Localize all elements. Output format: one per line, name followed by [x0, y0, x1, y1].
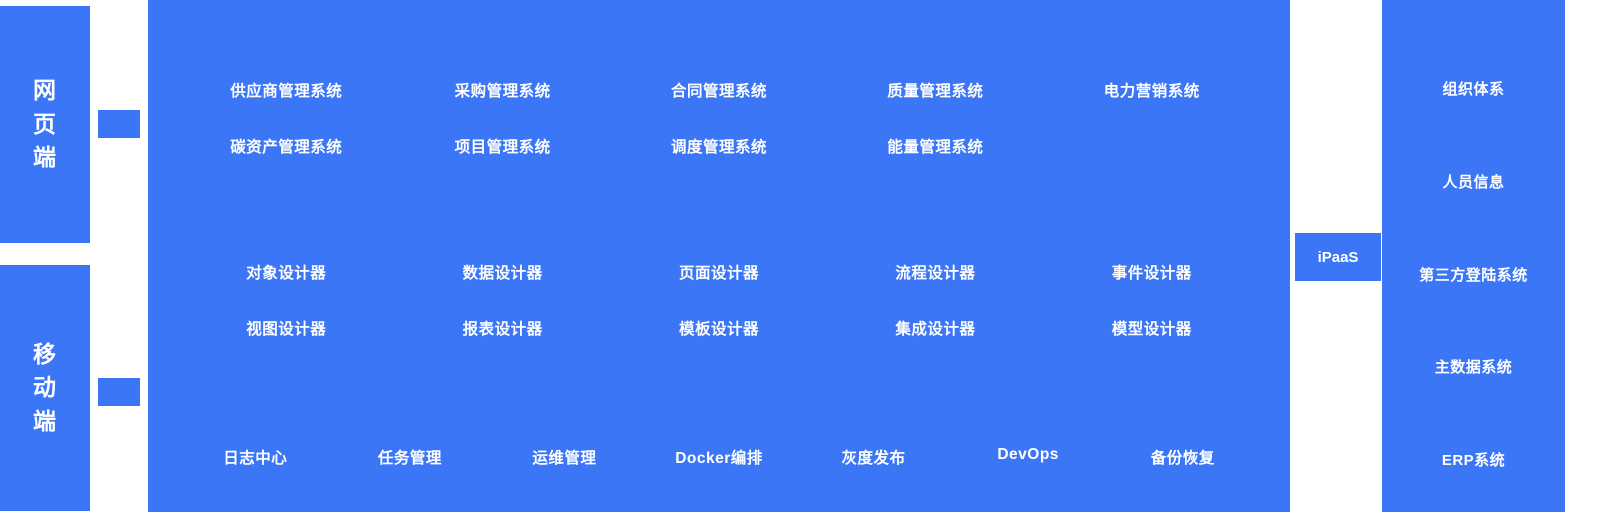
designer-label: 视图设计器: [246, 321, 327, 338]
ops-tool-label: 灰度发布: [841, 450, 906, 467]
designer-label: 事件设计器: [1111, 265, 1192, 282]
app-system-label: 能量管理系统: [887, 139, 984, 156]
external-system-label: 主数据系统: [1434, 359, 1513, 377]
main-platform-block: 供应商管理系统 采购管理系统 合同管理系统 质量管理系统 电力营销系统 碳资产管…: [148, 0, 1290, 512]
app-systems-row-1: 供应商管理系统 采购管理系统 合同管理系统 质量管理系统 电力营销系统: [178, 79, 1260, 101]
ipaas-block: iPaaS: [1295, 233, 1381, 281]
external-systems-block: 组织体系 人员信息 第三方登陆系统 主数据系统 ERP系统: [1382, 0, 1565, 512]
external-system-label: 第三方登陆系统: [1419, 266, 1528, 284]
ops-tool-label: 备份恢复: [1150, 450, 1215, 467]
app-system-label: 采购管理系统: [454, 83, 551, 100]
designer-row-1: 对象设计器 数据设计器 页面设计器 流程设计器 事件设计器: [178, 261, 1260, 283]
designer-label: 模型设计器: [1111, 321, 1192, 338]
ipaas-label: iPaaS: [1317, 248, 1359, 266]
ops-tools-row: 日志中心 任务管理 运维管理 Docker编排 灰度发布 DevOps 备份恢复: [178, 446, 1260, 468]
web-client-block: 网页端: [0, 6, 90, 243]
designer-label: 页面设计器: [678, 265, 759, 282]
web-connector-bar: [98, 110, 140, 138]
app-system-label: 供应商管理系统: [230, 83, 343, 100]
mobile-connector-bar: [98, 378, 140, 406]
ops-tool-label: 任务管理: [377, 450, 442, 467]
designer-label: 模板设计器: [678, 321, 759, 338]
app-systems-row-2: 碳资产管理系统 项目管理系统 调度管理系统 能量管理系统: [178, 135, 1260, 157]
designer-label: 集成设计器: [895, 321, 976, 338]
ops-tool-label: DevOps: [997, 446, 1059, 463]
app-system-label: 碳资产管理系统: [230, 139, 343, 156]
ops-tool-label: 日志中心: [223, 450, 288, 467]
app-system-label: [1044, 135, 1260, 157]
mobile-client-label: 移动端: [33, 340, 57, 434]
app-system-label: 质量管理系统: [887, 83, 984, 100]
external-system-label: 组织体系: [1442, 81, 1505, 98]
app-system-label: 合同管理系统: [670, 83, 767, 100]
app-system-label: 调度管理系统: [670, 139, 767, 156]
external-system-label: ERP系统: [1441, 452, 1506, 469]
designer-label: 报表设计器: [462, 321, 543, 338]
designer-label: 对象设计器: [246, 265, 327, 282]
designer-label: 数据设计器: [462, 265, 543, 282]
designer-label: 流程设计器: [895, 265, 976, 282]
app-system-label: 电力营销系统: [1103, 83, 1200, 100]
mobile-client-block: 移动端: [0, 265, 90, 511]
ops-tool-label: Docker编排: [675, 450, 763, 467]
ops-tool-label: 运维管理: [532, 450, 597, 467]
app-system-label: 项目管理系统: [454, 139, 551, 156]
external-system-label: 人员信息: [1442, 173, 1505, 191]
designer-row-2: 视图设计器 报表设计器 模板设计器 集成设计器 模型设计器: [178, 317, 1260, 339]
web-client-label: 网页端: [33, 77, 57, 171]
